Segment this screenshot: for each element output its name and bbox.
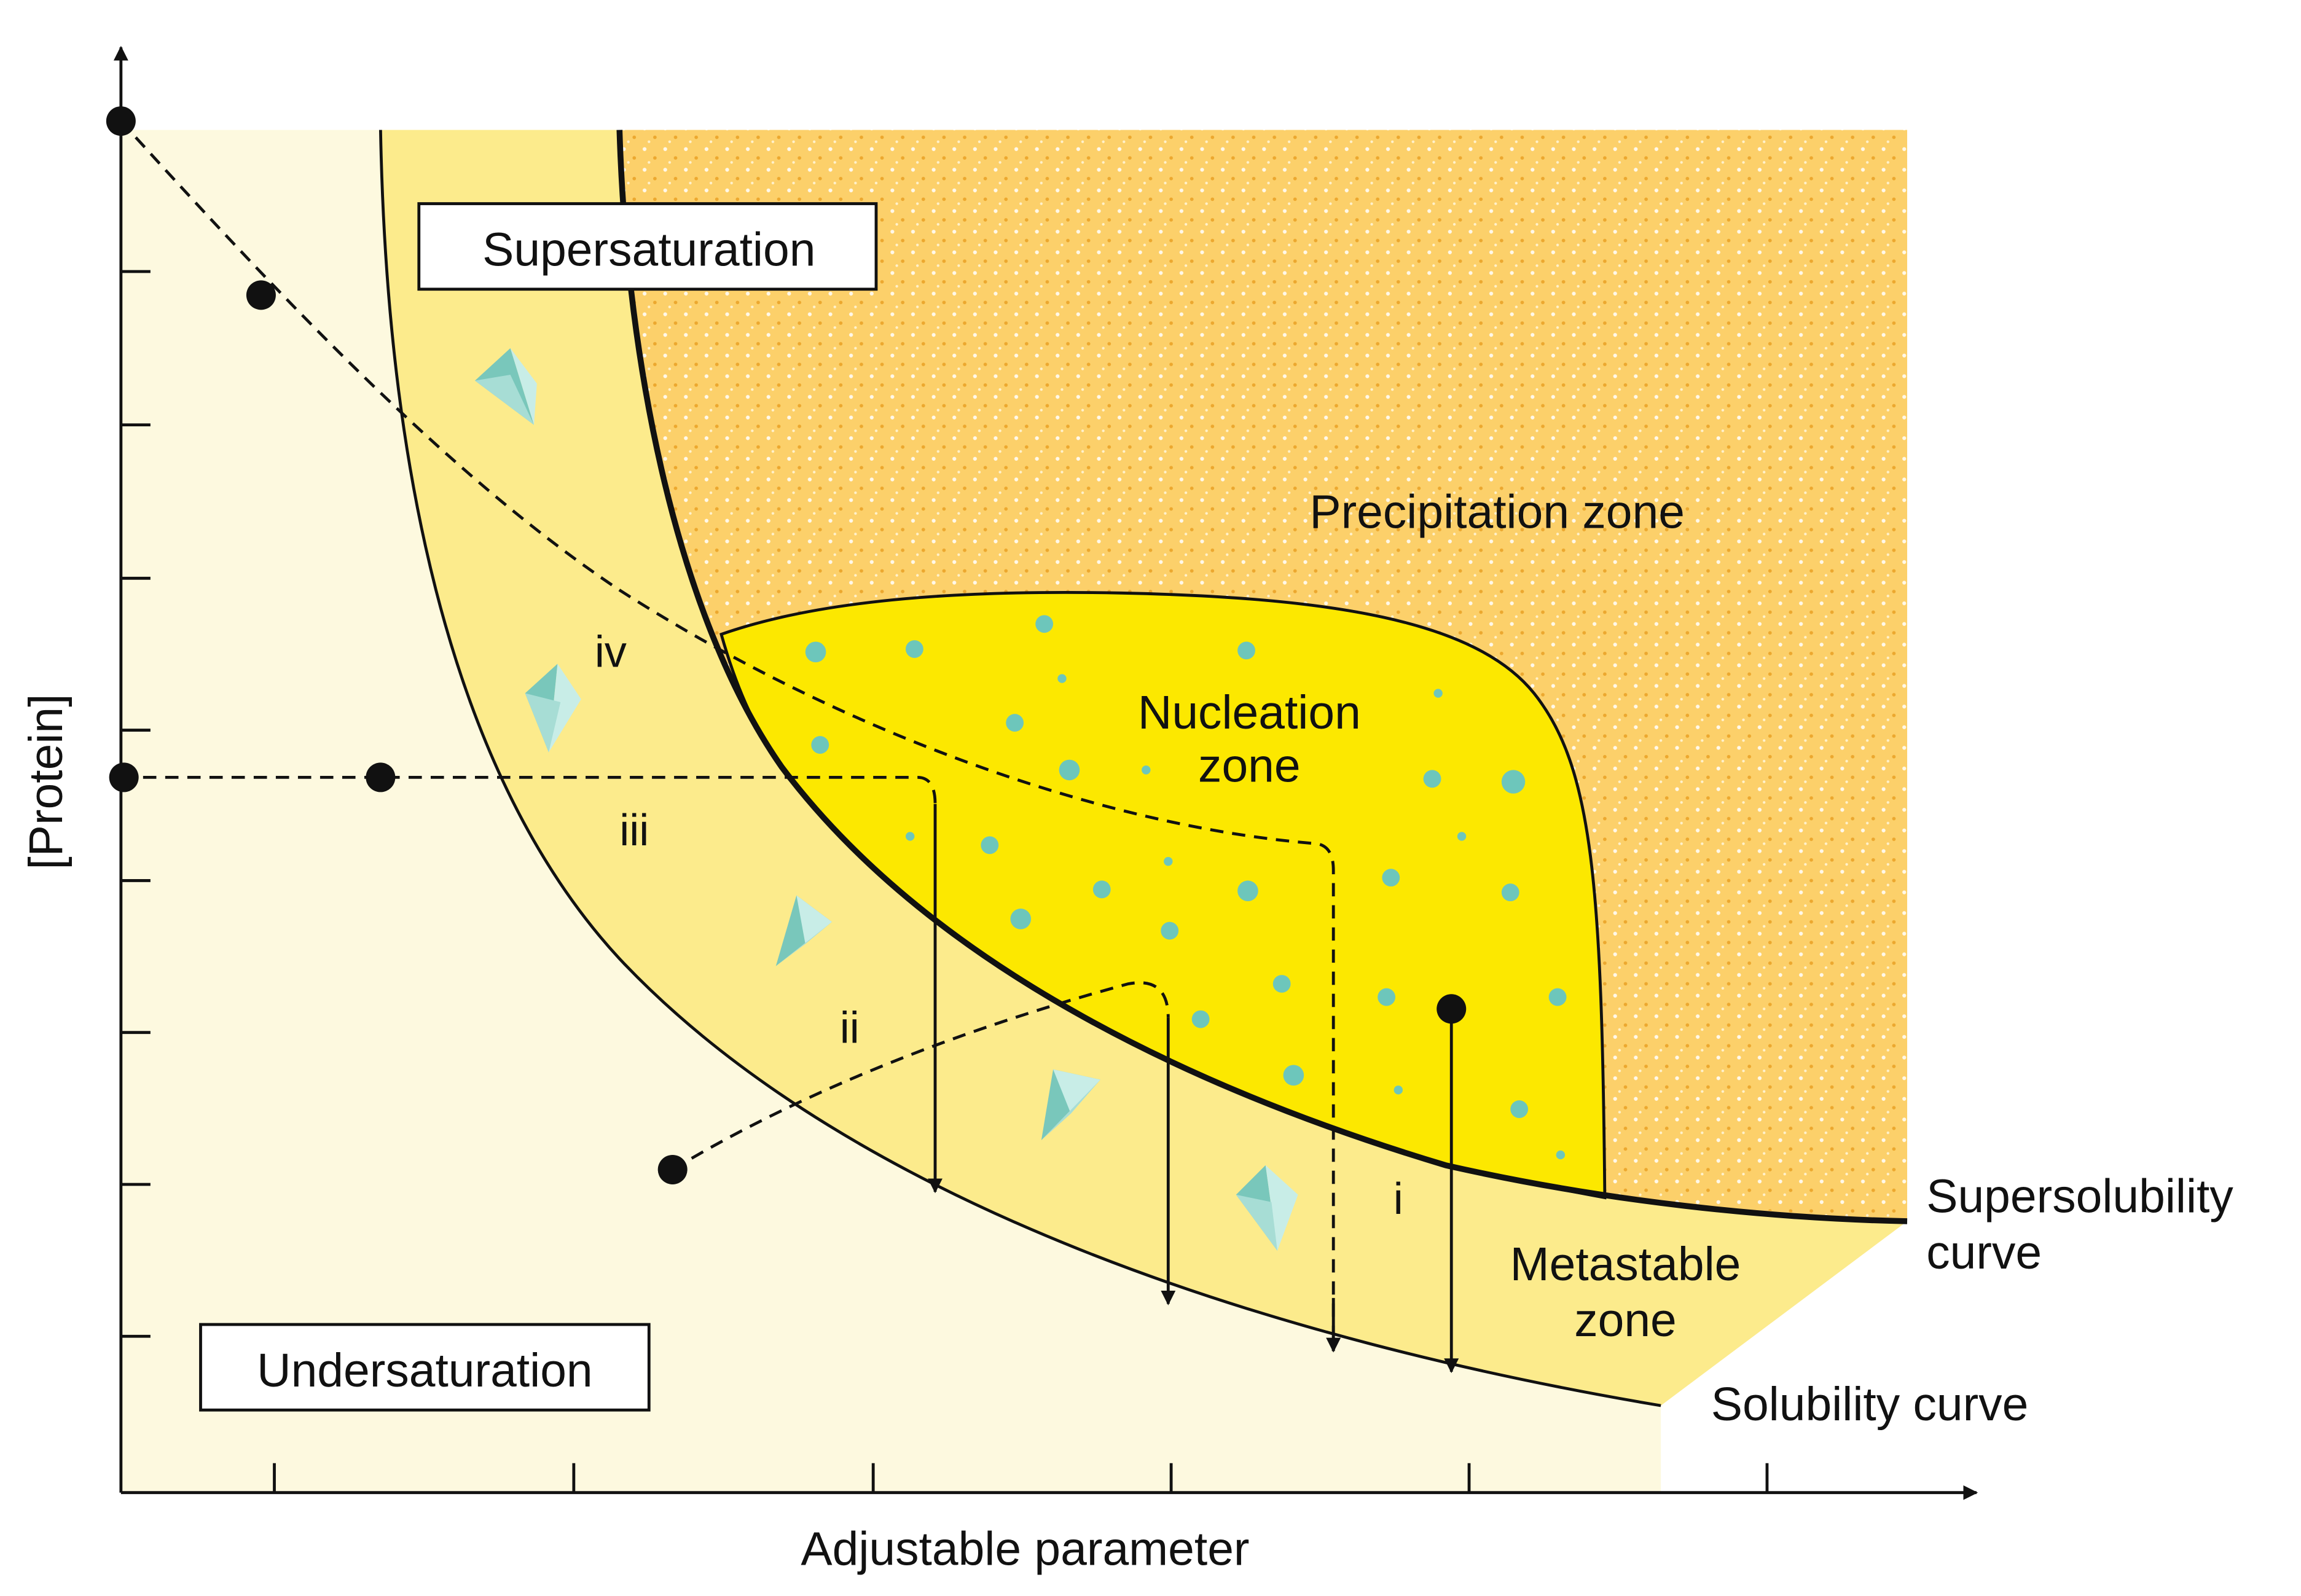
crystal-icon — [525, 663, 581, 753]
start-points — [106, 106, 1467, 1184]
supersolubility-curve-label-2: curve — [1926, 1226, 2042, 1279]
supersolubility-curve — [616, 130, 1908, 1224]
pathway-iv — [120, 120, 1335, 1352]
precipitation-zone-label: Precipitation zone — [1309, 486, 1685, 539]
pathway-label-ii: ii — [840, 1004, 860, 1053]
supersolubility-curve-label-1: Supersolubility — [1926, 1170, 2233, 1223]
pathway-label-iii: iii — [619, 806, 649, 855]
x-axis-label: Adjustable parameter — [801, 1522, 1249, 1575]
undersaturation-region — [120, 130, 1661, 1493]
metastable-zone-label-1: Metastable — [1510, 1238, 1741, 1291]
nucleation-nuclei — [805, 615, 1567, 1160]
undersaturation-box — [199, 1323, 651, 1412]
y-axis-ticks — [120, 270, 151, 1338]
supersaturation-box — [417, 202, 878, 291]
pathway-label-i: i — [1394, 1175, 1403, 1224]
crystal-icon — [775, 895, 832, 966]
crystal-icon — [1041, 1069, 1100, 1140]
undersaturation-label: Undersaturation — [257, 1344, 593, 1397]
pathway-label-iv: iv — [595, 627, 627, 676]
nucleation-zone-label-2: zone — [1198, 740, 1301, 792]
x-axis-ticks — [273, 1463, 1769, 1493]
crystal-icon — [475, 348, 537, 425]
solubility-curve — [378, 130, 1661, 1407]
nucleation-zone-label-1: Nucleation — [1138, 686, 1361, 739]
solubility-curve-label: Solubility curve — [1711, 1378, 2029, 1431]
supersaturation-label: Supersaturation — [482, 223, 815, 276]
metastable-zone-label-2: zone — [1574, 1294, 1677, 1347]
pathway-ii — [672, 981, 1170, 1172]
y-axis-label: [Protein] — [20, 694, 73, 870]
pathway-iii — [120, 775, 937, 804]
